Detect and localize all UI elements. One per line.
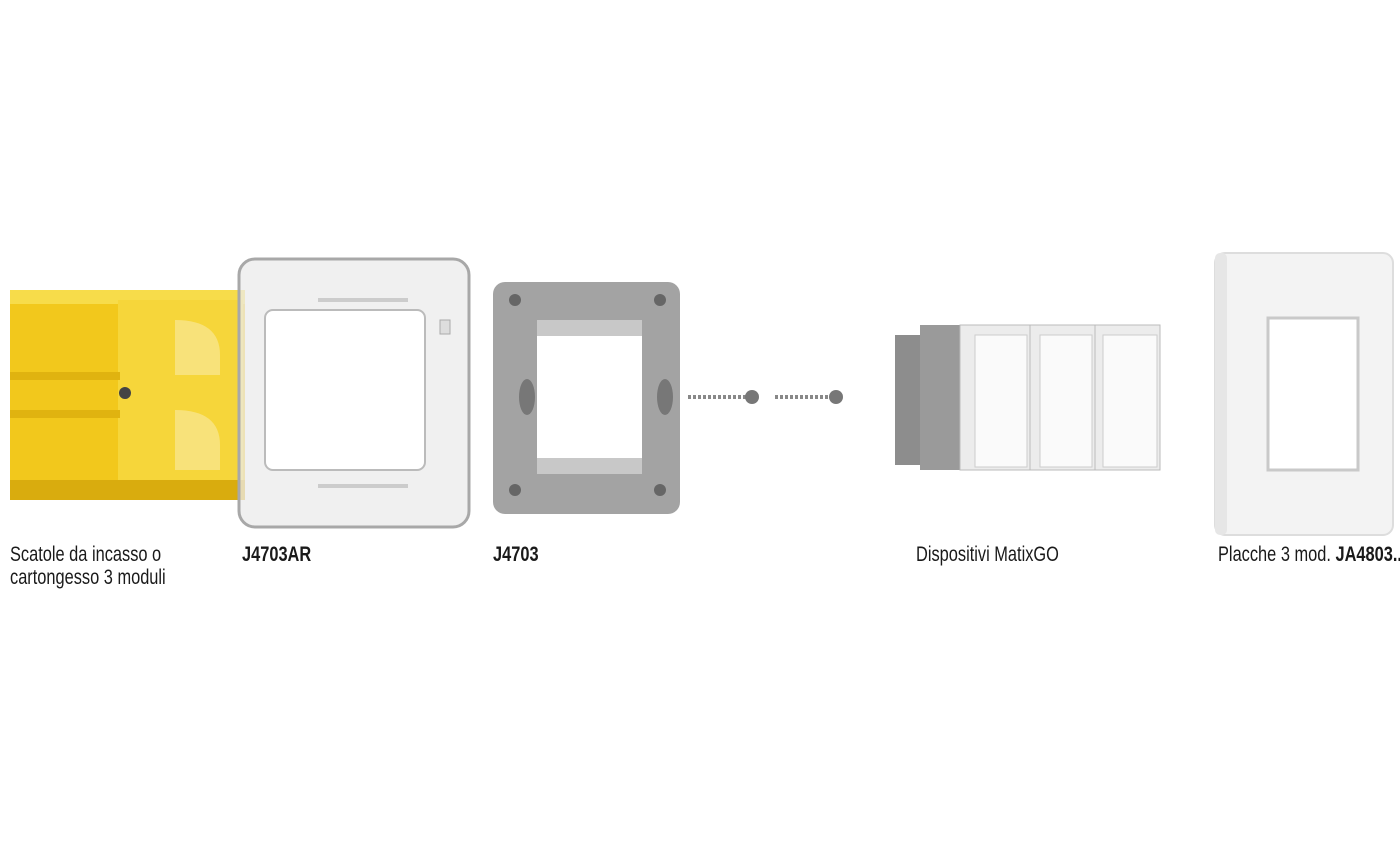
label-box-line1: Scatole da incasso o — [10, 543, 162, 566]
label-plate-prefix: Placche 3 mod. — [1218, 543, 1331, 566]
flush-mount-box — [10, 290, 245, 500]
label-frame-code: J4703AR — [242, 543, 312, 566]
matixgo-devices — [895, 324, 1161, 471]
label-devices: Dispositivi MatixGO — [916, 543, 1059, 566]
transparent-frame-j4703ar — [237, 257, 471, 529]
label-support-code: J4703 — [493, 543, 539, 566]
label-plate-code: JA4803.. — [1335, 543, 1400, 566]
screw — [688, 390, 759, 404]
label-box: Scatole da incasso o cartongesso 3 modul… — [10, 543, 166, 589]
screw — [775, 390, 843, 404]
label-box-line2: cartongesso 3 moduli — [10, 566, 166, 589]
cover-plate-ja4803 — [1214, 252, 1394, 536]
support-frame-j4703 — [493, 282, 680, 514]
label-plate: Placche 3 mod. JA4803.. — [1218, 543, 1400, 566]
